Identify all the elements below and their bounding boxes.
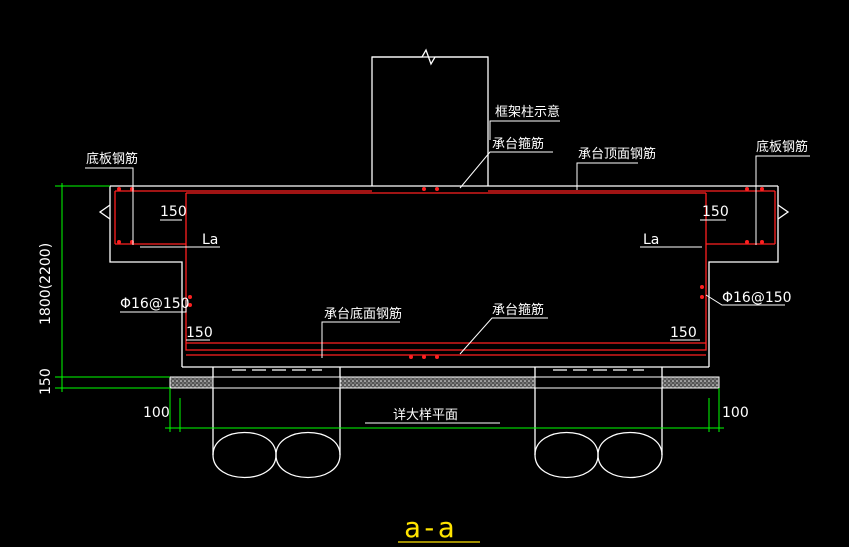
- height-main: 1800(2200): [38, 243, 54, 325]
- pile-top-left: [212, 376, 341, 389]
- pile-top-right: [534, 376, 663, 389]
- offset-right: 100: [722, 405, 749, 421]
- offset-left: 100: [143, 405, 170, 421]
- cap-stirrup-bottom-label: 承台箍筋: [492, 302, 544, 318]
- anchor-right: La: [643, 232, 659, 248]
- section-title: a-a: [404, 511, 455, 544]
- cover-bottom-left: 150: [186, 325, 213, 341]
- slab-rebar-left-label: 底板钢筋: [86, 151, 138, 167]
- cover-bottom-right: 150: [670, 325, 697, 341]
- concrete-outline: [98, 48, 790, 368]
- frame-column-label: 框架柱示意: [495, 104, 560, 120]
- side-bar-right: Φ16@150: [722, 290, 792, 306]
- anchor-left: La: [202, 232, 218, 248]
- cap-stirrup-top-label: 承台箍筋: [492, 136, 544, 152]
- cap-top-rebar-label: 承台顶面钢筋: [578, 146, 656, 162]
- detail-plan-label: 详大样平面: [393, 408, 458, 423]
- cover-top-right: 150: [702, 204, 729, 220]
- dimensions: [55, 183, 724, 432]
- side-bar-left: Φ16@150: [120, 296, 190, 312]
- bedding-layer: [169, 376, 720, 389]
- slab-rebar-right-label: 底板钢筋: [756, 139, 808, 155]
- cap-bottom-rebar-label: 承台底面钢筋: [324, 306, 402, 322]
- height-bedding: 150: [38, 368, 54, 395]
- cover-top-left: 150: [160, 204, 187, 220]
- rebar: [114, 190, 776, 356]
- rebar-dots: [117, 187, 764, 359]
- leaders: [85, 120, 810, 424]
